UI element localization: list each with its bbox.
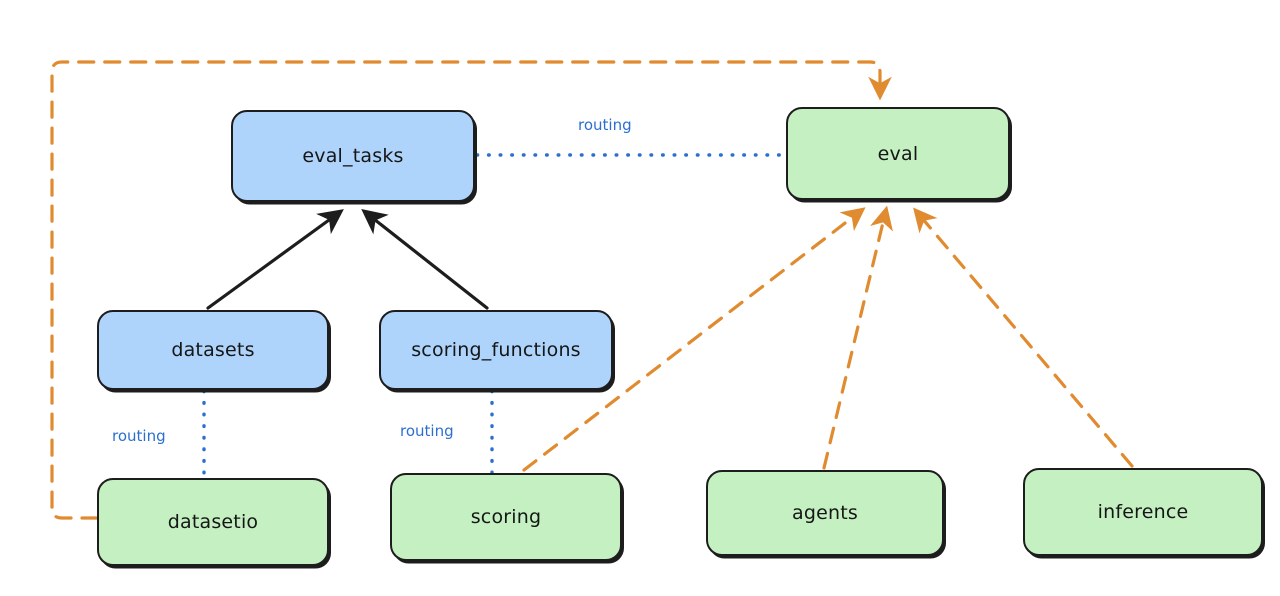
edge-inference-to-eval (913, 207, 1134, 468)
node-agents[interactable]: agents (706, 470, 944, 556)
node-datasets[interactable]: datasets (97, 310, 329, 390)
node-datasetio[interactable]: datasetio (97, 478, 329, 566)
node-scoring-functions-label: scoring_functions (411, 339, 581, 361)
edge-label-routing-datasetio: routing (112, 427, 166, 445)
node-eval-label: eval (877, 142, 919, 165)
edge-scoring-functions-to-eval-tasks (361, 209, 489, 310)
edge-label-routing-eval: routing (578, 116, 632, 134)
node-inference-label: inference (1097, 501, 1189, 523)
node-eval-tasks[interactable]: eval_tasks (231, 110, 475, 202)
node-scoring-label: scoring (470, 506, 542, 528)
edge-scoring-to-eval (522, 207, 866, 472)
edge-agents-to-eval (822, 205, 893, 470)
edge-datasetio-to-eval (50, 60, 892, 520)
node-scoring-functions[interactable]: scoring_functions (379, 310, 613, 390)
edge-label-routing-scoring: routing (400, 422, 454, 440)
node-eval[interactable]: eval (786, 107, 1010, 200)
node-scoring[interactable]: scoring (390, 473, 622, 561)
node-eval-tasks-label: eval_tasks (302, 145, 404, 167)
node-inference[interactable]: inference (1023, 468, 1263, 556)
edge-datasets-to-eval-tasks (206, 209, 344, 310)
node-datasets-label: datasets (171, 339, 255, 361)
node-datasetio-label: datasetio (167, 511, 259, 533)
node-agents-label: agents (792, 502, 858, 524)
